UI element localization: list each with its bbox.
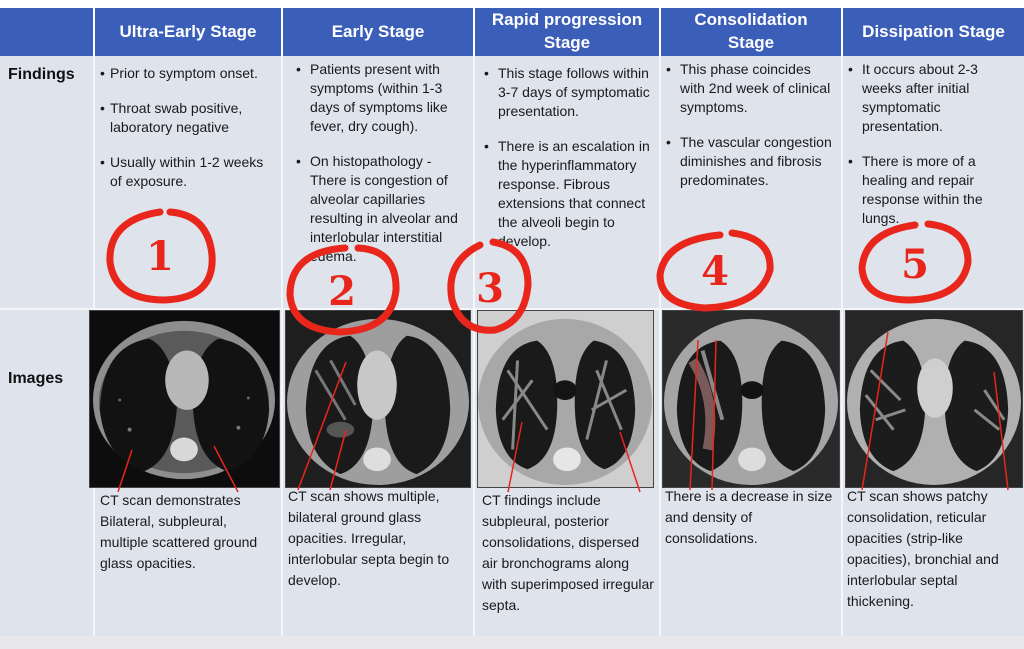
finding-bullet: Throat swab positive, laboratory negativ… bbox=[100, 99, 276, 137]
caption-rapid-progression: CT findings include subpleural, posterio… bbox=[482, 492, 654, 613]
header-label: Consolidation bbox=[694, 10, 808, 30]
header-early: Early Stage bbox=[281, 8, 473, 56]
findings-consolidation: This phase coincides with 2nd week of cl… bbox=[666, 60, 838, 206]
column-divider bbox=[473, 56, 475, 636]
finding-bullet: On histopathology - There is congestion … bbox=[296, 152, 470, 266]
caption-early: CT scan shows multiple, bilateral ground… bbox=[288, 488, 450, 588]
findings-rapid-progression: This stage follows within 3-7 days of sy… bbox=[484, 64, 656, 267]
finding-bullet: The vascular congestion diminishes and f… bbox=[666, 133, 838, 190]
caption-ultra-early: CT scan demonstrates Bilateral, subpleur… bbox=[100, 492, 258, 571]
header-corner bbox=[0, 8, 93, 56]
finding-bullet: Usually within 1-2 weeks of exposure. bbox=[100, 153, 276, 191]
finding-bullet: This stage follows within 3-7 days of sy… bbox=[484, 64, 656, 121]
finding-bullet: There is an escalation in the hyperinfla… bbox=[484, 137, 656, 251]
header-label: Ultra-Early Stage bbox=[119, 21, 257, 41]
ct-image-consolidation bbox=[662, 310, 840, 488]
ct-image-early bbox=[285, 310, 471, 488]
ct-image-rapid-progression bbox=[477, 310, 654, 488]
header-dissipation: Dissipation Stage bbox=[841, 8, 1024, 56]
findings-ultra-early: Prior to symptom onset. Throat swab posi… bbox=[100, 64, 276, 207]
finding-bullet: This phase coincides with 2nd week of cl… bbox=[666, 60, 838, 117]
findings-row-label: Findings bbox=[8, 66, 75, 83]
header-label-line2: Stage bbox=[543, 33, 591, 52]
column-divider bbox=[281, 56, 283, 636]
caption-consolidation: There is a decrease in size and density … bbox=[665, 488, 833, 546]
caption-dissipation: CT scan shows patchy consolidation, reti… bbox=[847, 488, 999, 609]
finding-bullet: Prior to symptom onset. bbox=[100, 64, 276, 83]
column-divider bbox=[841, 56, 843, 636]
images-row-label: Images bbox=[8, 370, 64, 387]
header-ultra-early: Ultra-Early Stage bbox=[93, 8, 281, 56]
header-label: Dissipation Stage bbox=[862, 21, 1005, 41]
findings-dissipation: It occurs about 2-3 weeks after initial … bbox=[848, 60, 1020, 244]
header-label: Early Stage bbox=[331, 21, 425, 41]
header-row: Ultra-Early Stage Early Stage Rapid prog… bbox=[0, 8, 1024, 56]
ct-image-dissipation bbox=[845, 310, 1023, 488]
finding-bullet: Patients present with symptoms (within 1… bbox=[296, 60, 470, 136]
header-label-line2: Stage bbox=[727, 33, 775, 52]
finding-bullet: It occurs about 2-3 weeks after initial … bbox=[848, 60, 1020, 136]
header-label: Rapid progression bbox=[491, 10, 643, 30]
findings-early: Patients present with symptoms (within 1… bbox=[290, 60, 470, 282]
footer bbox=[0, 636, 1024, 649]
ct-image-ultra-early bbox=[89, 310, 280, 488]
column-divider bbox=[659, 56, 661, 636]
stages-table: Ultra-Early Stage Early Stage Rapid prog… bbox=[0, 8, 1024, 636]
finding-bullet: There is more of a healing and repair re… bbox=[848, 152, 1020, 228]
